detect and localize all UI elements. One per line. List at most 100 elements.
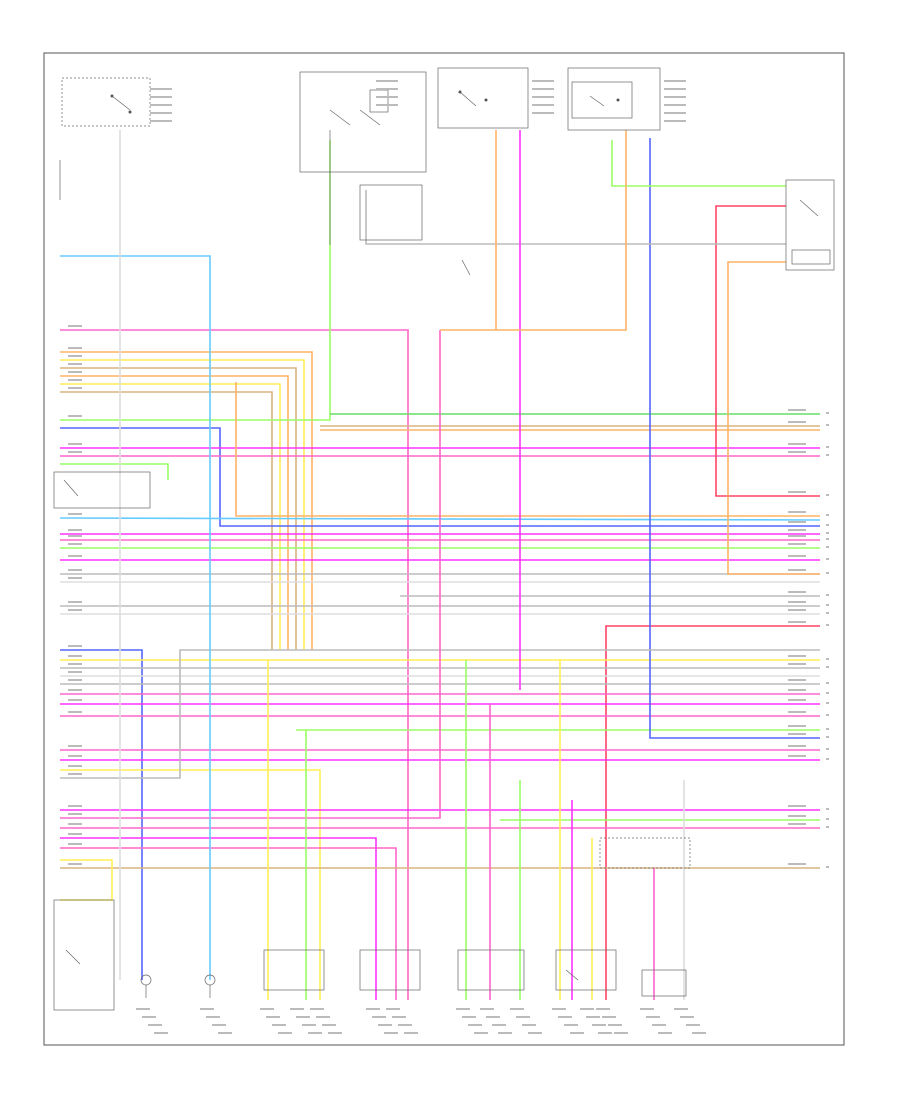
wire-label-59	[788, 569, 806, 571]
wire-label-149	[640, 1008, 654, 1010]
wire-label-141	[580, 1008, 594, 1010]
wire-label-98	[142, 1016, 156, 1018]
wire-label-60	[826, 572, 829, 574]
wire-label-12	[68, 535, 82, 537]
wire-label-140	[570, 1032, 584, 1034]
wire-51	[611, 140, 786, 187]
wire-label-134	[516, 1016, 530, 1018]
wire-36	[649, 138, 820, 739]
wire-label-35	[68, 843, 82, 845]
wire-label-166	[532, 80, 554, 82]
wire-label-66	[826, 612, 829, 614]
wire-label-79	[788, 711, 806, 713]
wire-label-4	[68, 371, 82, 373]
wire-label-77	[788, 699, 806, 701]
wire-label-68	[826, 624, 829, 626]
wire-label-72	[826, 666, 829, 668]
wire-label-58	[826, 558, 829, 560]
wire-label-65	[788, 609, 806, 611]
wire-label-47	[788, 511, 806, 513]
wire-14	[60, 463, 169, 480]
wire-label-52	[826, 532, 829, 534]
wire-label-82	[826, 728, 829, 730]
wire-15	[235, 382, 820, 517]
wire-label-113	[310, 1008, 324, 1010]
wire-label-30	[68, 773, 82, 775]
wire-label-56	[826, 546, 829, 548]
wire-label-49	[788, 521, 806, 523]
wire-label-39	[788, 421, 806, 423]
wire-label-101	[200, 1008, 214, 1010]
wire-label-57	[788, 555, 806, 557]
wire-label-0	[68, 325, 82, 327]
wire-48	[60, 255, 211, 980]
wire-label-93	[788, 823, 806, 825]
driver-door-lock-actuator	[140, 974, 152, 998]
wire-45	[60, 837, 377, 1000]
wire-label-29	[68, 765, 82, 767]
wire-1	[60, 351, 313, 650]
wire-46	[60, 847, 397, 1000]
wire-label-122	[392, 1016, 406, 1018]
wire-label-76	[826, 692, 829, 694]
passenger-door-lock-actuator	[204, 974, 216, 998]
wire-label-137	[552, 1008, 566, 1010]
wire-label-90	[826, 808, 829, 810]
wire-27	[60, 649, 143, 980]
wire-26	[605, 625, 820, 1000]
wire-label-97	[136, 1008, 150, 1010]
wire-label-174	[664, 104, 686, 106]
wire-label-84	[826, 736, 829, 738]
wire-label-176	[664, 120, 686, 122]
wire-label-138	[558, 1016, 572, 1018]
wire-label-53	[788, 535, 806, 537]
wire-label-31	[68, 805, 82, 807]
wire-label-157	[150, 88, 172, 90]
wire-label-154	[680, 1016, 694, 1018]
labels-layer	[68, 80, 829, 1034]
wire-label-108	[278, 1032, 292, 1034]
wire-label-6	[68, 387, 82, 389]
wire-label-167	[532, 88, 554, 90]
wire-label-126	[462, 1016, 476, 1018]
wire-label-127	[468, 1024, 482, 1026]
wire-label-9	[68, 451, 82, 453]
wire-7	[60, 140, 331, 421]
left-rear-door-ajar-switch	[53, 471, 151, 509]
wire-label-142	[586, 1016, 600, 1018]
wire-label-78	[826, 702, 829, 704]
wire-label-161	[150, 120, 172, 122]
wire-label-162	[376, 80, 398, 82]
right-rear-lock-actuator	[457, 949, 525, 991]
wire-label-22	[68, 671, 82, 673]
wire-label-36	[68, 863, 82, 865]
wire-49	[60, 859, 113, 901]
wire-label-165	[376, 104, 398, 106]
wire-label-107	[272, 1024, 286, 1026]
wire-label-34	[68, 833, 82, 835]
wire-label-23	[68, 679, 82, 681]
wire-label-151	[652, 1024, 666, 1026]
wire-6	[60, 391, 273, 650]
wire-label-94	[826, 826, 829, 828]
wire-label-163	[376, 88, 398, 90]
wire-label-26	[68, 711, 82, 713]
wire-label-156	[692, 1032, 706, 1034]
wire-label-119	[378, 1024, 392, 1026]
wire-label-83	[788, 733, 806, 735]
wire-label-14	[68, 555, 82, 557]
wire-label-117	[366, 1008, 380, 1010]
wire-label-171	[664, 80, 686, 82]
wire-label-118	[372, 1016, 386, 1018]
components-layer	[53, 67, 835, 1011]
wire-label-48	[826, 514, 829, 516]
left-rear-door-lock-switch	[785, 179, 835, 271]
wire-label-69	[788, 655, 806, 657]
wire-label-8	[68, 443, 82, 445]
wire-label-38	[826, 412, 829, 414]
left-front-door-lock-switch	[437, 67, 529, 276]
wire-label-5	[68, 379, 82, 381]
wire-label-20	[68, 655, 82, 657]
wire-label-2	[68, 355, 82, 357]
